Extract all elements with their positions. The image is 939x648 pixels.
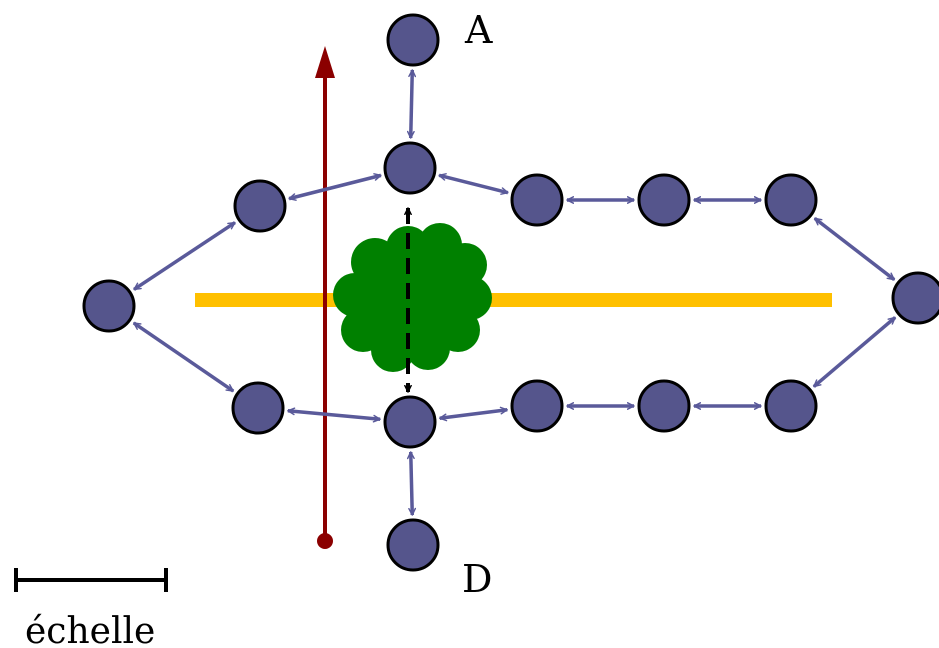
edge-b-d <box>406 451 417 516</box>
edge-ul-l <box>133 221 236 291</box>
node-ul <box>233 179 287 233</box>
edge-t-u1 <box>438 173 509 195</box>
node-d <box>386 518 440 572</box>
network-nodes <box>82 13 939 572</box>
node-u2 <box>637 173 691 227</box>
edge-l3-r <box>812 316 897 388</box>
scale-bar-icon <box>14 568 168 592</box>
crossing-path-arrow <box>315 46 335 549</box>
node-u3 <box>764 173 818 227</box>
node-b <box>383 395 437 449</box>
node-label-a: A <box>464 8 493 52</box>
node-l2 <box>637 379 691 433</box>
edge-t-ul <box>288 173 382 201</box>
edge-u3-r <box>813 216 896 282</box>
tree-cloud-icon <box>333 223 492 372</box>
node-a <box>386 13 440 67</box>
edge-ll-b <box>287 407 381 423</box>
edge-a-t <box>406 69 417 139</box>
edge-l-ll <box>132 321 235 393</box>
node-r <box>891 271 939 325</box>
edge-b-l1 <box>439 406 508 422</box>
network-edges <box>132 69 897 516</box>
node-l3 <box>764 379 818 433</box>
node-l <box>82 279 136 333</box>
node-t <box>383 141 437 195</box>
node-ll <box>231 381 285 435</box>
node-u1 <box>510 173 564 227</box>
node-label-d: D <box>462 557 492 601</box>
node-l1 <box>510 379 564 433</box>
scale-label: échelle <box>25 611 155 648</box>
